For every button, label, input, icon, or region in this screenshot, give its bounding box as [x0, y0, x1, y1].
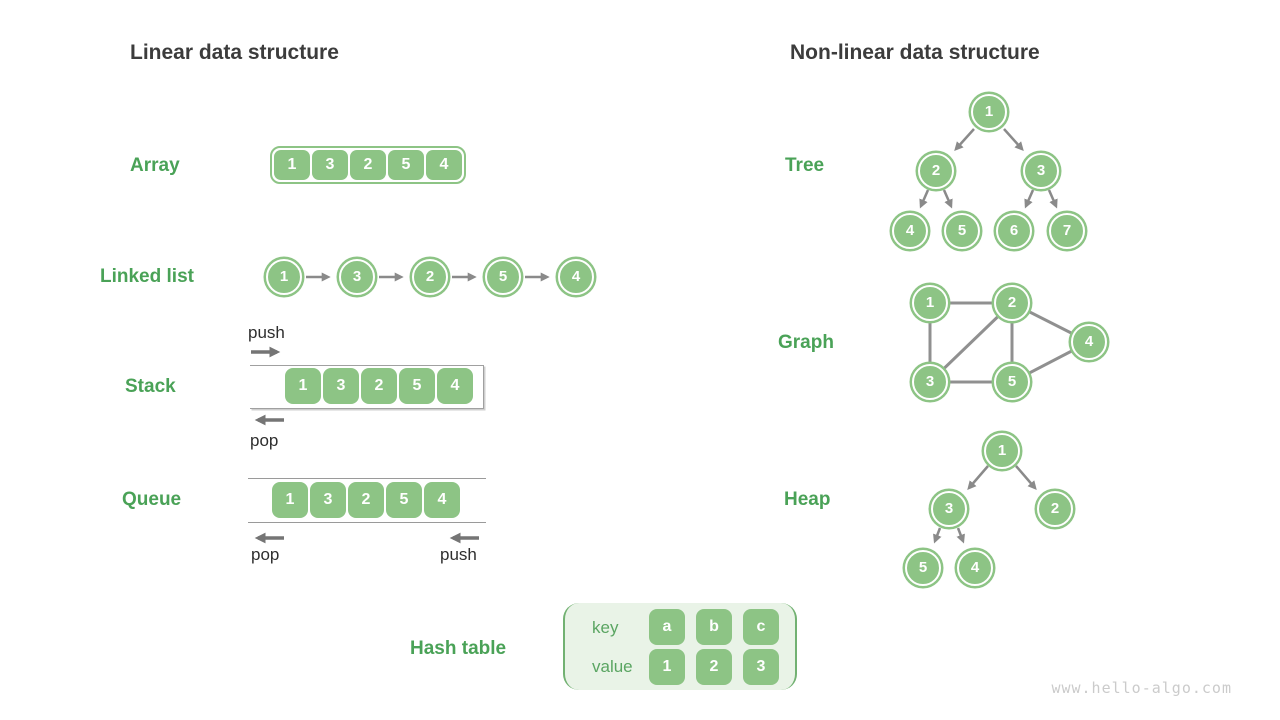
graph-node: 4 — [1071, 324, 1107, 360]
heap-label: Heap — [784, 489, 831, 510]
array-cell: 4 — [426, 150, 462, 180]
stack-push-label: push — [248, 323, 285, 342]
stack-cell: 3 — [323, 368, 359, 404]
linked-list-node: 2 — [412, 259, 448, 295]
graph-node: 3 — [912, 364, 948, 400]
tree-node: 6 — [996, 213, 1032, 249]
stack-cells: 1 3 2 5 4 — [285, 368, 473, 404]
heap-node: 4 — [957, 550, 993, 586]
tree-label: Tree — [785, 155, 825, 176]
hash-table-label: Hash table — [410, 638, 507, 659]
linked-list-node: 3 — [339, 259, 375, 295]
queue-push-label: push — [440, 545, 477, 564]
tree-node: 2 — [918, 153, 954, 189]
array-label: Array — [130, 155, 180, 176]
tree-node: 3 — [1023, 153, 1059, 189]
queue-container: 1 3 2 5 4 — [248, 478, 486, 523]
queue-cell: 2 — [348, 482, 384, 518]
linked-list-node: 4 — [558, 259, 594, 295]
linked-list-label: Linked list — [100, 266, 194, 287]
tree-node: 4 — [892, 213, 928, 249]
hash-value-cell: 2 — [696, 649, 732, 685]
stack-container: 1 3 2 5 4 — [250, 365, 484, 409]
graph-label: Graph — [778, 332, 834, 353]
stack-cell: 2 — [361, 368, 397, 404]
graph-node: 2 — [994, 285, 1030, 321]
queue-cells: 1 3 2 5 4 — [272, 482, 460, 518]
heap-node: 3 — [931, 491, 967, 527]
array-cell: 2 — [350, 150, 386, 180]
graph-node: 5 — [994, 364, 1030, 400]
queue-cell: 1 — [272, 482, 308, 518]
hash-value-cell: 1 — [649, 649, 685, 685]
queue-pop-label: pop — [251, 545, 280, 564]
hash-key-cell: c — [743, 609, 779, 645]
heap-node: 2 — [1037, 491, 1073, 527]
hash-key-row-label: key — [592, 618, 619, 637]
graph-node: 1 — [912, 285, 948, 321]
linked-list-node: 1 — [266, 259, 302, 295]
hash-value-row-label: value — [592, 657, 633, 676]
array-container: 1 3 2 5 4 — [270, 146, 466, 184]
tree-node: 7 — [1049, 213, 1085, 249]
stack-cell: 1 — [285, 368, 321, 404]
array-cell: 1 — [274, 150, 310, 180]
queue-label: Queue — [122, 489, 182, 510]
array-cell: 3 — [312, 150, 348, 180]
tree-node: 5 — [944, 213, 980, 249]
queue-cell: 4 — [424, 482, 460, 518]
stack-label: Stack — [125, 376, 176, 397]
heap-node: 5 — [905, 550, 941, 586]
hash-key-cell: a — [649, 609, 685, 645]
stack-cell: 5 — [399, 368, 435, 404]
linked-list-node: 5 — [485, 259, 521, 295]
site-watermark: www.hello-algo.com — [1051, 679, 1232, 697]
queue-cell: 5 — [386, 482, 422, 518]
nonlinear-section-title: Non-linear data structure — [790, 41, 1040, 64]
hash-value-cell: 3 — [743, 649, 779, 685]
linear-section-title: Linear data structure — [130, 41, 339, 64]
tree-node: 1 — [971, 94, 1007, 130]
queue-cell: 3 — [310, 482, 346, 518]
stack-pop-label: pop — [250, 431, 279, 450]
heap-node: 1 — [984, 433, 1020, 469]
array-cell: 5 — [388, 150, 424, 180]
hash-key-cell: b — [696, 609, 732, 645]
hash-table-container: key value a b c 1 2 3 — [563, 603, 797, 690]
stack-cell: 4 — [437, 368, 473, 404]
